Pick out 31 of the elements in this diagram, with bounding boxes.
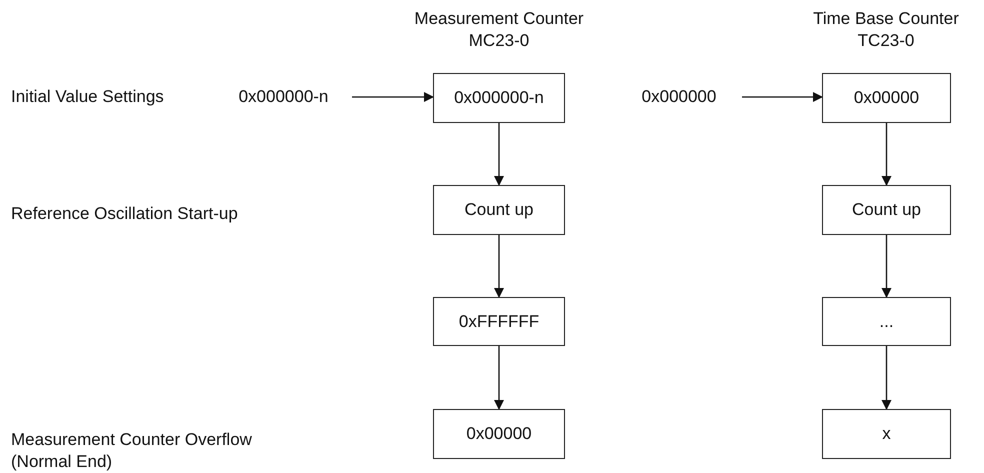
arrow [494,235,504,298]
process-box [822,409,951,459]
arrow [494,123,504,186]
arrow [352,92,434,102]
arrow [882,346,892,410]
process-box [433,409,565,459]
box-text: 0x00000 [466,424,532,444]
process-box [433,185,565,235]
box-text: 0x00000 [854,88,920,108]
value-text: 0x000000-n [225,85,352,109]
row-label: Initial Value Settings [11,86,165,108]
process-box [433,297,565,346]
arrow [494,346,504,410]
arrow [882,123,892,186]
box-text: 0xFFFFFF [458,312,540,332]
value-text: 0x000000 [626,85,742,109]
process-box [822,297,951,346]
row-label: Reference Oscillation Start-up [11,203,239,225]
column-heading: Time Base Counter TC23-0 [812,8,960,52]
process-box [822,73,951,123]
box-text: 0x000000-n [454,88,544,108]
box-text: Count up [852,200,921,220]
process-box [822,185,951,235]
arrow [742,92,823,102]
arrow [882,235,892,298]
row-label: Measurement Counter Overflow (Normal End) [11,429,253,473]
column-heading: Measurement Counter MC23-0 [413,8,585,52]
box-text: Count up [464,200,534,220]
process-box [433,73,565,123]
box-text: ... [879,312,894,332]
box-text: x [882,424,891,444]
